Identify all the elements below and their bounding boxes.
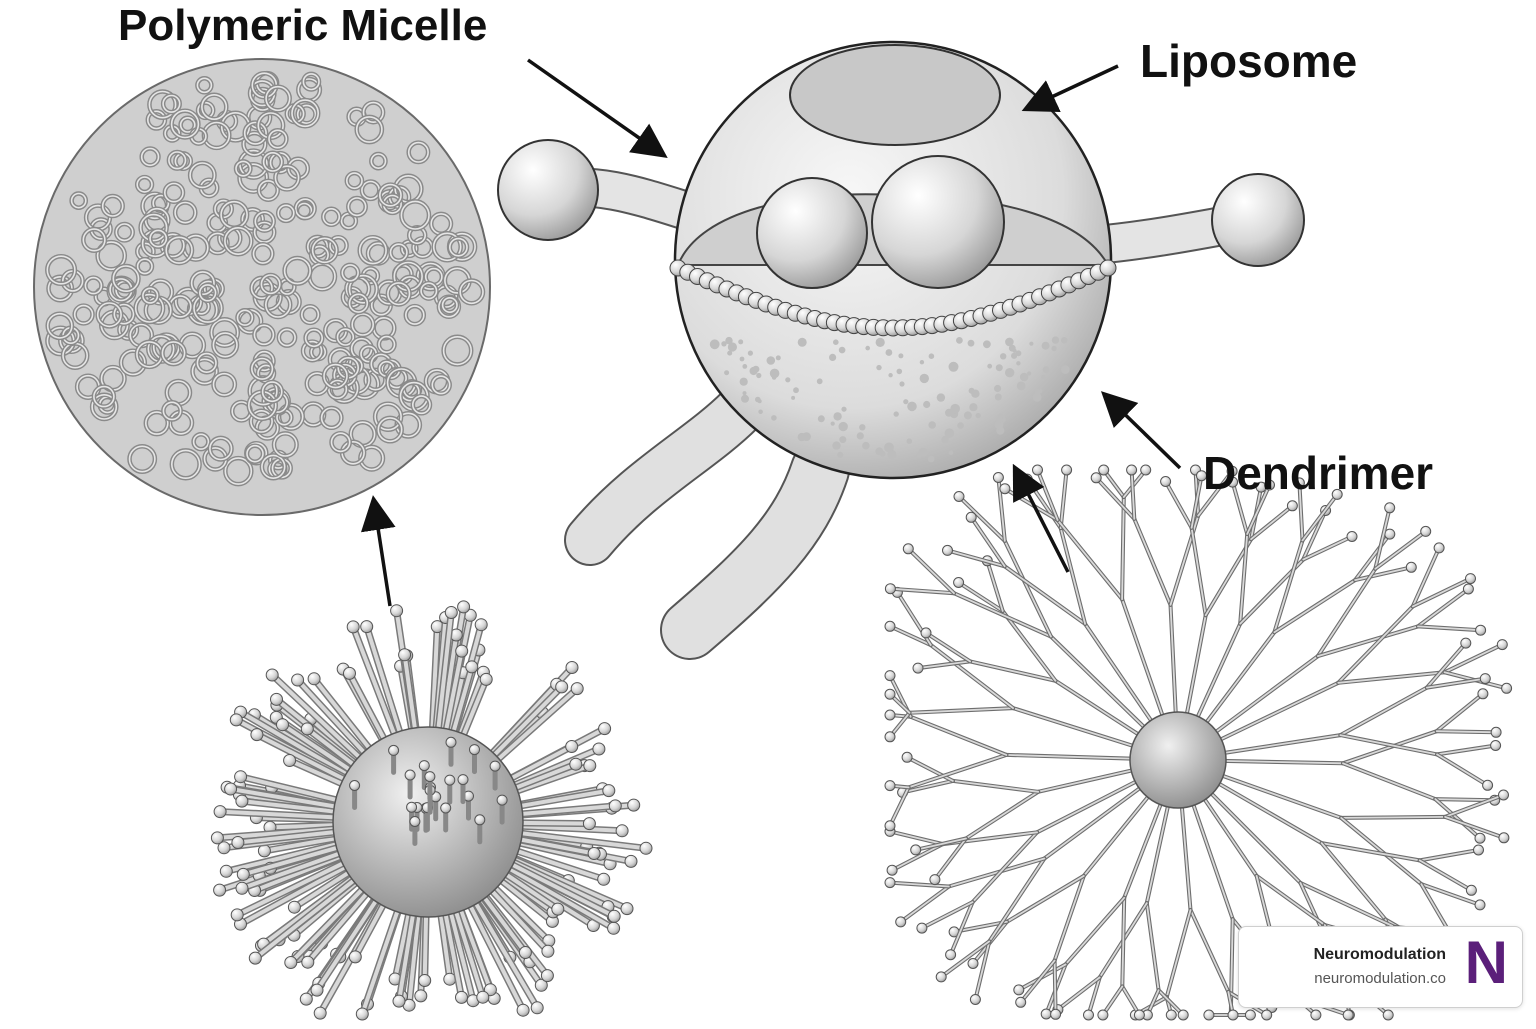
brand-name: Neuromodulation (1313, 946, 1446, 963)
brand-logo-icon: N (1464, 929, 1508, 996)
arrow-spiky-to-micelle (360, 495, 396, 607)
arrow-liposome-label (1021, 64, 1119, 113)
brand-badge[interactable]: Neuromodulation neuromodulation.co N (1238, 926, 1523, 1008)
label-dendrimer: Dendrimer (1203, 447, 1434, 499)
dendrimer-branched (884, 464, 1513, 1021)
brand-url[interactable]: neuromodulation.co (1314, 970, 1446, 987)
spiky-nanoparticle (210, 600, 653, 1021)
polymeric-micelle-sphere (33, 58, 491, 516)
arrow-dendrimer-to-liposome (1012, 463, 1070, 573)
liposome-vesicle (497, 40, 1305, 660)
label-liposome: Liposome (1140, 35, 1358, 87)
arrow-dendrimer-label (1100, 391, 1182, 470)
label-polymeric-micelle: Polymeric Micelle (118, 1, 488, 50)
arrow-micelle-to-liposome (526, 58, 668, 159)
